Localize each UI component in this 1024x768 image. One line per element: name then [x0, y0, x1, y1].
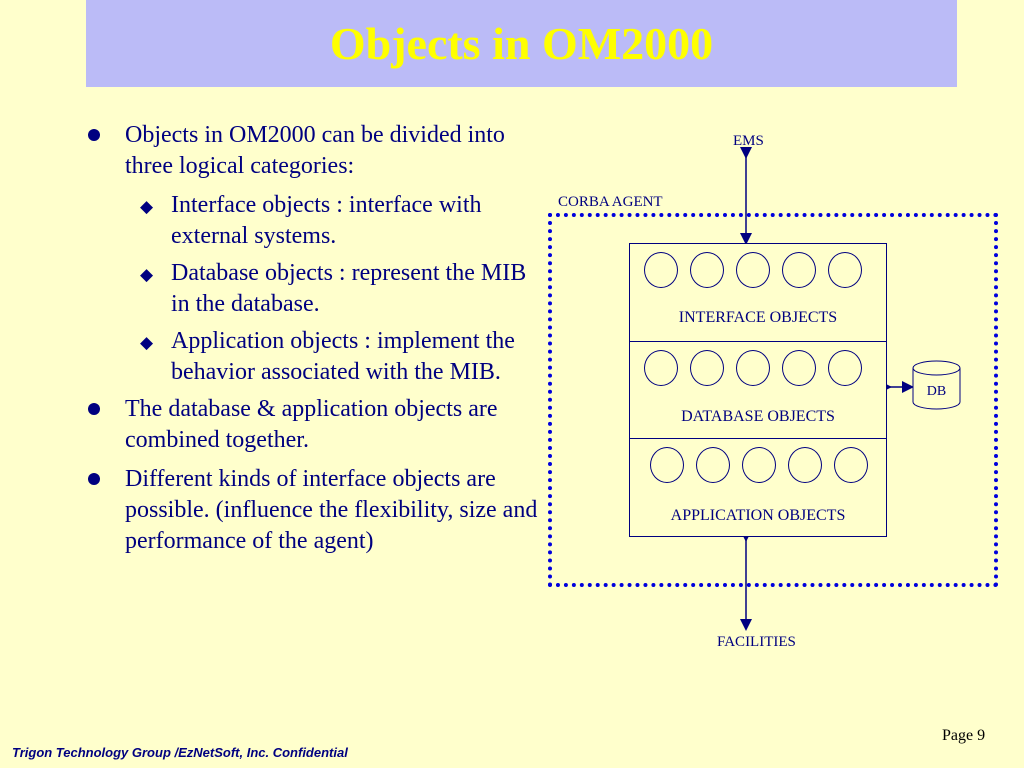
bullet-text: The database & application objects are c… [125, 396, 498, 453]
interface-objects-label: INTERFACE OBJECTS [678, 309, 838, 326]
database-cylinder-shape [912, 360, 961, 410]
object-circle [782, 252, 816, 288]
object-circle [644, 350, 678, 386]
bullet-dot-icon [88, 403, 100, 415]
object-circle [690, 252, 724, 288]
bullet-item: Objects in OM2000 can be divided into th… [88, 120, 538, 182]
corba-agent-box [548, 213, 998, 587]
bullet-text: Objects in OM2000 can be divided into th… [125, 122, 505, 179]
bullet-item: The database & application objects are c… [88, 394, 538, 456]
object-circle [650, 447, 684, 483]
sub-bullet-text: Database objects : represent the MIB in … [171, 260, 527, 317]
slide-title: Objects in OM2000 [329, 18, 714, 69]
sub-bullet-item: ◆ Application objects : implement the be… [88, 326, 538, 388]
interface-objects-section: INTERFACE OBJECTS [630, 244, 886, 342]
page-number: Page 9 [942, 727, 986, 744]
sub-bullet-item: ◆ Database objects : represent the MIB i… [88, 258, 538, 320]
object-circle [742, 447, 776, 483]
bullet-dot-icon [88, 129, 100, 141]
database-objects-label: DATABASE OBJECTS [681, 408, 835, 425]
corba-agent-label: CORBA AGENT [558, 194, 663, 210]
object-circle [644, 252, 678, 288]
sub-bullet-text: Application objects : implement the beha… [171, 328, 515, 385]
bullet-dot-icon [88, 473, 100, 485]
object-circle [736, 350, 770, 386]
object-circle [736, 252, 770, 288]
object-circle [828, 252, 862, 288]
object-circle [788, 447, 822, 483]
diamond-bullet-icon: ◆ [140, 333, 154, 352]
object-circle [834, 447, 868, 483]
application-objects-label: APPLICATION OBJECTS [670, 507, 846, 524]
object-circle [828, 350, 862, 386]
bullet-item: Different kinds of interface objects are… [88, 464, 538, 557]
database-objects-section: DATABASE OBJECTS [630, 342, 886, 439]
object-circle [782, 350, 816, 386]
facilities-label: FACILITIES [717, 634, 796, 650]
diamond-bullet-icon: ◆ [140, 265, 154, 284]
bullet-list: Objects in OM2000 can be divided into th… [88, 120, 538, 565]
bullet-text: Different kinds of interface objects are… [125, 466, 538, 554]
object-stack: INTERFACE OBJECTS DATABASE OBJECTS APPLI… [629, 243, 887, 537]
title-bar: Objects in OM2000 [86, 0, 957, 87]
db-label: DB [926, 384, 947, 399]
confidential-footer: Trigon Technology Group /EzNetSoft, Inc.… [12, 745, 348, 760]
diamond-bullet-icon: ◆ [140, 197, 154, 216]
ems-label: EMS [733, 133, 764, 149]
sub-bullet-item: ◆ Interface objects : interface with ext… [88, 190, 538, 252]
sub-bullet-text: Interface objects : interface with exter… [171, 192, 482, 249]
database-cylinder-icon: DB [912, 360, 961, 410]
application-objects-section: APPLICATION OBJECTS [630, 439, 886, 536]
object-circle [690, 350, 724, 386]
object-circle [696, 447, 730, 483]
